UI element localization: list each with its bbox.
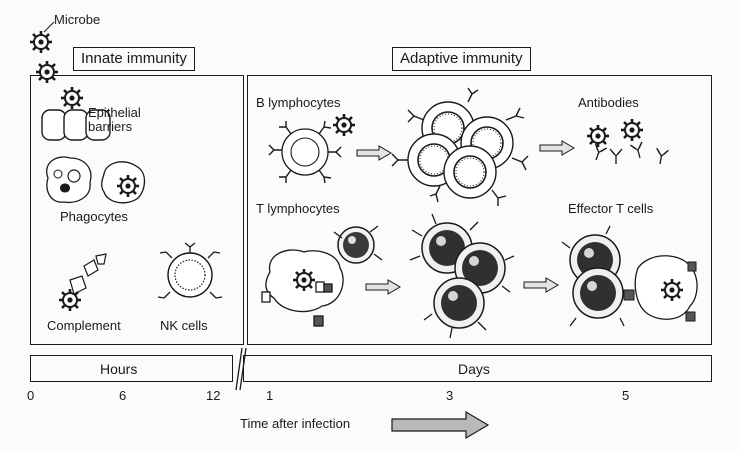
antibodies-label: Antibodies	[578, 95, 639, 110]
b-cell-cluster-icon	[391, 87, 529, 206]
tick-12: 12	[206, 388, 221, 403]
tick-1: 1	[266, 388, 274, 403]
microbe-icon-2	[34, 59, 60, 85]
t-row-arrow-2	[523, 277, 559, 293]
effector-t-cell-icon	[561, 225, 698, 327]
barriers-label: barriers	[88, 119, 133, 134]
hours-bar	[30, 355, 233, 382]
b-lymphocyte-icon	[268, 120, 342, 184]
t-row-arrow-1	[365, 279, 401, 295]
tick-6: 6	[119, 388, 127, 403]
complement-microbe-icon	[57, 287, 83, 313]
phagocyte-icon-1	[46, 156, 92, 204]
adaptive-immunity-title: Adaptive immunity	[392, 47, 531, 71]
b-row-arrow-2	[539, 140, 575, 156]
tick-0: 0	[27, 388, 35, 403]
time-axis-label: Time after infection	[240, 416, 351, 431]
mhc-receptor-icon	[261, 281, 333, 327]
innate-immunity-title: Innate immunity	[73, 47, 195, 71]
phagocyte-icon-2	[101, 161, 146, 204]
epithelial-label: Epithelial	[88, 105, 141, 120]
microbe-icon-1	[28, 29, 54, 55]
effector-t-cells-label: Effector T cells	[568, 201, 654, 216]
t-cell-cluster-icon	[409, 213, 515, 339]
epithelial-microbe-icon	[59, 85, 85, 111]
complement-icon	[69, 253, 107, 295]
b-lymphocytes-label: B lymphocytes	[256, 95, 341, 110]
phagocytes-label: Phagocytes	[60, 209, 128, 224]
innate-panel	[30, 75, 244, 345]
microbe-label: Microbe	[54, 12, 101, 27]
time-arrow-icon	[391, 410, 490, 440]
epithelial-barrier-icon	[41, 109, 111, 141]
antibody-microbe-icon	[585, 117, 670, 166]
nk-cells-label: NK cells	[160, 318, 208, 333]
b-row-microbe-icon	[331, 112, 357, 138]
tick-3: 3	[446, 388, 454, 403]
t-lymphocyte-icon	[337, 226, 375, 264]
b-row-arrow-1	[356, 145, 392, 161]
complement-label: Complement	[47, 318, 121, 333]
adaptive-panel	[247, 75, 712, 345]
nk-cell-icon	[157, 242, 223, 299]
days-label: Days	[458, 361, 490, 377]
t-lymphocytes-label: T lymphocytes	[256, 201, 340, 216]
tick-5: 5	[622, 388, 630, 403]
apc-cell-icon	[265, 249, 344, 313]
hours-label: Hours	[100, 361, 138, 377]
